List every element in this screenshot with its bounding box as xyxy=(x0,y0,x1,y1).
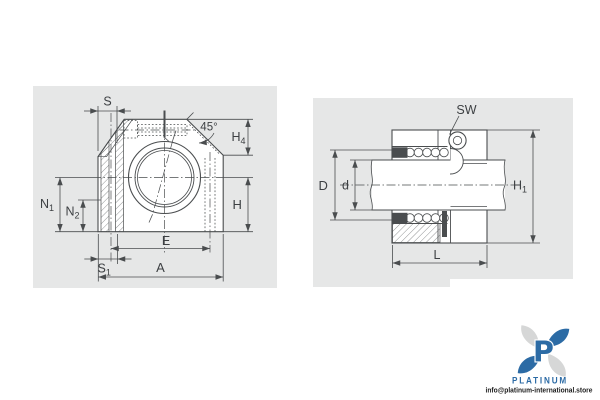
label-e: E xyxy=(162,234,170,248)
label-d: d xyxy=(342,179,349,193)
seal-top xyxy=(392,147,408,158)
ball-row-top xyxy=(405,147,449,158)
logo-letter: P xyxy=(533,336,554,369)
label-h4: H4 xyxy=(232,130,246,146)
lower-clamp-bar xyxy=(442,211,447,237)
dimension-a: A xyxy=(97,234,224,282)
clamp-section-hatching xyxy=(97,118,134,233)
label-h1: H1 xyxy=(513,179,527,195)
dimension-n2: N2 xyxy=(66,199,101,232)
side-view: D d H1 L SW xyxy=(313,98,573,287)
label-a: A xyxy=(156,260,165,275)
mounting-hole-hidden xyxy=(204,152,216,253)
company-name: PLATINUM xyxy=(512,376,568,386)
label-45deg: 45° xyxy=(200,122,217,134)
contact-email: info@platinum-international.store xyxy=(486,388,593,395)
label-h: H xyxy=(233,197,242,212)
label-l: L xyxy=(434,248,441,262)
clamp-lug xyxy=(450,148,464,175)
shaft-break-left xyxy=(369,159,373,211)
platinum-logo-icon: P xyxy=(517,325,570,377)
dimension-e: E xyxy=(111,234,210,252)
seal-bottom xyxy=(392,212,408,224)
dimension-s1: S1 xyxy=(84,234,132,278)
branding: P PLATINUM info@platinum-international.s… xyxy=(486,325,593,395)
logo-petal-bottom-right xyxy=(548,353,566,377)
dimension-45deg: 45° xyxy=(186,112,218,146)
dimension-D: D xyxy=(319,149,398,221)
panel-notch xyxy=(450,279,573,287)
label-n1: N1 xyxy=(40,197,54,213)
label-D: D xyxy=(319,178,328,193)
dimension-h1: H1 xyxy=(487,129,540,244)
logo-petal-top-right xyxy=(546,328,570,347)
ball-bearing-rows xyxy=(392,147,449,224)
logo-petal-top-left xyxy=(521,325,539,349)
dimension-h: H xyxy=(222,177,253,233)
clamping-screw-hidden xyxy=(119,120,220,155)
callout-sw: SW xyxy=(449,103,477,135)
label-s: S xyxy=(103,95,111,109)
ball-row-bottom xyxy=(405,213,449,223)
dimension-s: S xyxy=(84,95,131,151)
logo-petal-bottom-left xyxy=(517,355,541,374)
slit-and-section-line xyxy=(148,110,177,223)
clamp-screw xyxy=(442,131,467,237)
label-s1: S1 xyxy=(98,262,111,278)
dimension-h4: H4 xyxy=(186,118,253,156)
label-sw: SW xyxy=(456,103,476,117)
shaft-break-right xyxy=(502,159,506,211)
dimension-l: L xyxy=(392,245,488,268)
front-view: S 45° H4 N1 N2 xyxy=(33,86,277,288)
dimension-d: d xyxy=(342,159,372,211)
dimension-n1: N1 xyxy=(40,177,98,233)
section-hatch-block xyxy=(392,223,441,243)
label-n2: N2 xyxy=(66,205,80,221)
